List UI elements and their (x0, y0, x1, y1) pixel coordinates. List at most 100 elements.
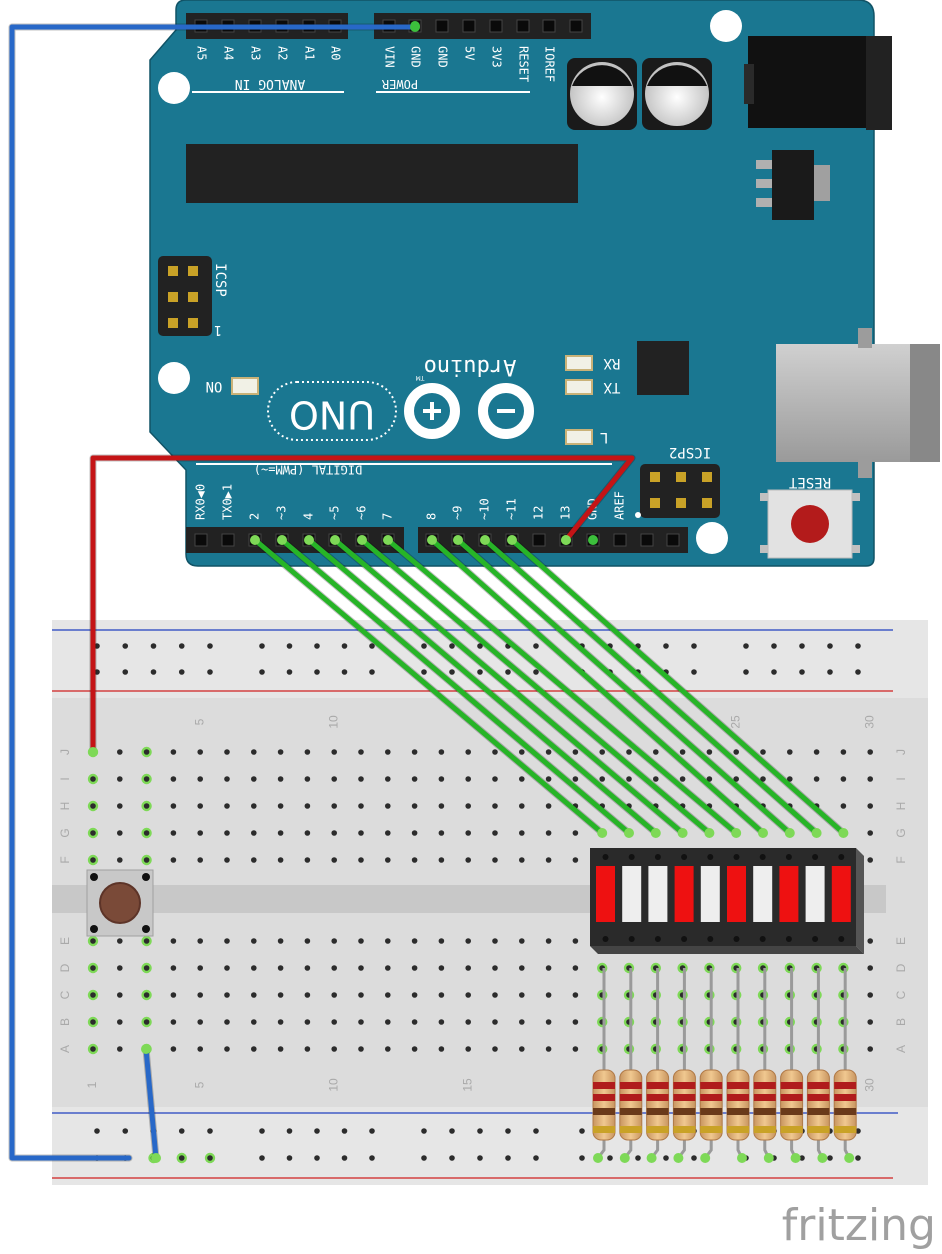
breadboard-hole (369, 1155, 375, 1161)
header-pin-connected (588, 535, 598, 545)
breadboard-hole (369, 1128, 375, 1134)
breadboard-hole (197, 857, 203, 863)
resistor-band (807, 1108, 830, 1115)
breadboard-hole (572, 830, 579, 836)
led-pin (838, 854, 845, 860)
led-pin (707, 936, 714, 942)
row-letter: J (894, 749, 908, 755)
on-led (231, 377, 259, 395)
breadboard-hole (867, 776, 873, 782)
breadboard-hole (519, 776, 525, 782)
row-letter: G (58, 828, 72, 837)
breadboard-hole (385, 1046, 391, 1052)
row-letter: H (58, 802, 72, 811)
pin-label: 12 (532, 506, 546, 520)
resistor-band (834, 1126, 857, 1133)
wire-end (731, 828, 742, 838)
signal-wire (359, 537, 712, 836)
pin-label: 4 (302, 513, 316, 520)
resistor-band (780, 1094, 803, 1101)
breadboard-hole (799, 669, 805, 675)
breadboard-hole (477, 643, 483, 649)
breadboard-hole (492, 857, 498, 863)
breadboard-hole (579, 1128, 585, 1134)
breadboard-hole (477, 1128, 483, 1134)
breadboard-hole (117, 992, 123, 998)
breadboard-hole (465, 803, 472, 809)
breadboard-hole (867, 1019, 873, 1025)
resistor-band (700, 1126, 723, 1133)
usb-connector (776, 328, 940, 478)
breadboard-hole (545, 1019, 552, 1025)
breadboard-hole (438, 830, 445, 836)
mounting-hole (158, 362, 190, 394)
breadboard-hole (867, 938, 873, 944)
breadboard-hole (304, 776, 311, 782)
wire-end (410, 22, 420, 32)
breadboard-hole (358, 803, 364, 809)
signal-wire (455, 537, 793, 836)
led-pin (785, 936, 792, 942)
breadboard-hole (385, 830, 391, 836)
wire-end (277, 535, 287, 545)
breadboard-hole (492, 803, 498, 809)
led-pin (654, 854, 661, 860)
resistor-band (727, 1094, 749, 1101)
breadboard-hole (224, 857, 230, 863)
breadboard-hole (259, 643, 265, 649)
breadboard-hole (855, 1155, 861, 1161)
resistor-band (619, 1126, 642, 1133)
breadboard-hole (449, 669, 455, 675)
reset-label: RESET (788, 474, 831, 490)
led-segment (805, 866, 825, 922)
breadboard-hole (385, 992, 391, 998)
breadboard-hole (855, 669, 861, 675)
breadboard-hole (170, 992, 177, 998)
row-letter: B (894, 1018, 908, 1026)
wire-end (304, 535, 314, 545)
breadboard-hole (449, 1128, 455, 1134)
breadboard-hole (438, 992, 445, 998)
wire-end (704, 828, 715, 838)
breadboard-hole (572, 1019, 579, 1025)
breadboard-hole (733, 776, 739, 782)
row-letter: B (58, 1018, 72, 1026)
breadboard-hole (492, 965, 498, 971)
breadboard-hole (411, 749, 418, 755)
breadboard-hole (465, 965, 472, 971)
pin-label: 2 (248, 513, 262, 520)
l-led (565, 429, 593, 445)
header-pin (532, 533, 546, 547)
resistor-pin (593, 1153, 603, 1163)
wire-end (357, 535, 367, 545)
resistor-band (593, 1126, 615, 1133)
breadboard-hole (314, 1155, 320, 1161)
breadboard-hole (143, 803, 150, 809)
breadboard-hole (207, 669, 213, 675)
resistor-band (834, 1094, 857, 1101)
pin-label: 7 (381, 513, 395, 520)
breadboard-hole (358, 857, 364, 863)
breadboard-hole (572, 965, 579, 971)
breadboard-hole (492, 1019, 498, 1025)
breadboard-hole (799, 1155, 805, 1161)
mounting-hole (158, 72, 190, 104)
breadboard-hole (421, 1128, 427, 1134)
breadboard-hole (224, 1046, 230, 1052)
breadboard-hole (438, 803, 445, 809)
breadboard-hole (867, 803, 873, 809)
breadboard-hole (170, 803, 177, 809)
voltage-regulator (756, 150, 830, 220)
breadboard-hole (117, 857, 123, 863)
breadboard-hole (519, 938, 525, 944)
resistor-band (834, 1108, 857, 1115)
arduino-wordmark: Arduino (424, 354, 517, 379)
row-letter: H (894, 802, 908, 811)
breadboard-hole (178, 643, 185, 649)
header-pin (221, 533, 235, 547)
led-pin (812, 854, 819, 860)
breadboard-hole (385, 749, 391, 755)
breadboard-hole (505, 669, 511, 675)
